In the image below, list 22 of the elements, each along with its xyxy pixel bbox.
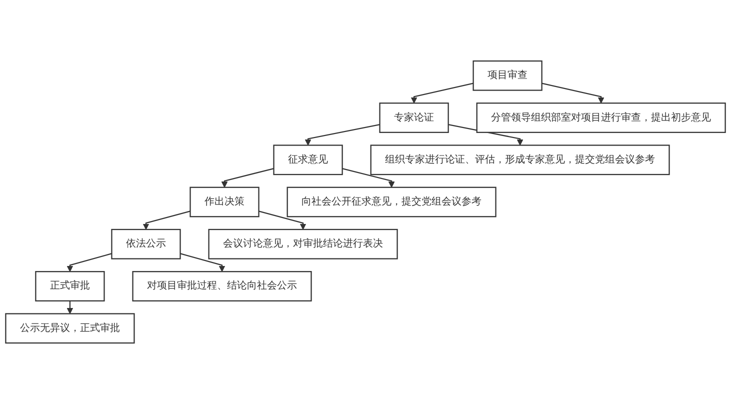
process-box: 向社会公开征求意见，提交党组会议参考 [286, 186, 496, 218]
process-box: 公示无异议，正式审批 [5, 313, 135, 344]
arrow [66, 300, 74, 314]
arrow [66, 253, 112, 272]
arrow [410, 82, 474, 104]
arrow [342, 168, 395, 188]
process-box: 依法公示 [111, 228, 181, 260]
process-box: 专家论证 [379, 102, 449, 133]
arrow [221, 168, 274, 188]
process-box: 征求意见 [273, 144, 343, 176]
process-box: 作出决策 [190, 186, 260, 218]
process-box: 分管领导组织部室对项目进行审查，提出初步意见 [476, 102, 726, 133]
process-box: 会议讨论意见，对审批结论进行表决 [208, 228, 398, 260]
arrow [142, 210, 190, 230]
process-box: 组织专家进行论证、评估，形成专家意见，提交党组会议参考 [370, 144, 670, 176]
arrow [180, 253, 226, 272]
arrow [542, 82, 604, 104]
process-box: 项目审查 [472, 60, 542, 91]
arrow [304, 124, 380, 146]
arrow [258, 210, 306, 230]
process-box: 正式审批 [35, 271, 105, 302]
process-box: 对项目审批过程、结论向社会公示 [132, 271, 312, 302]
